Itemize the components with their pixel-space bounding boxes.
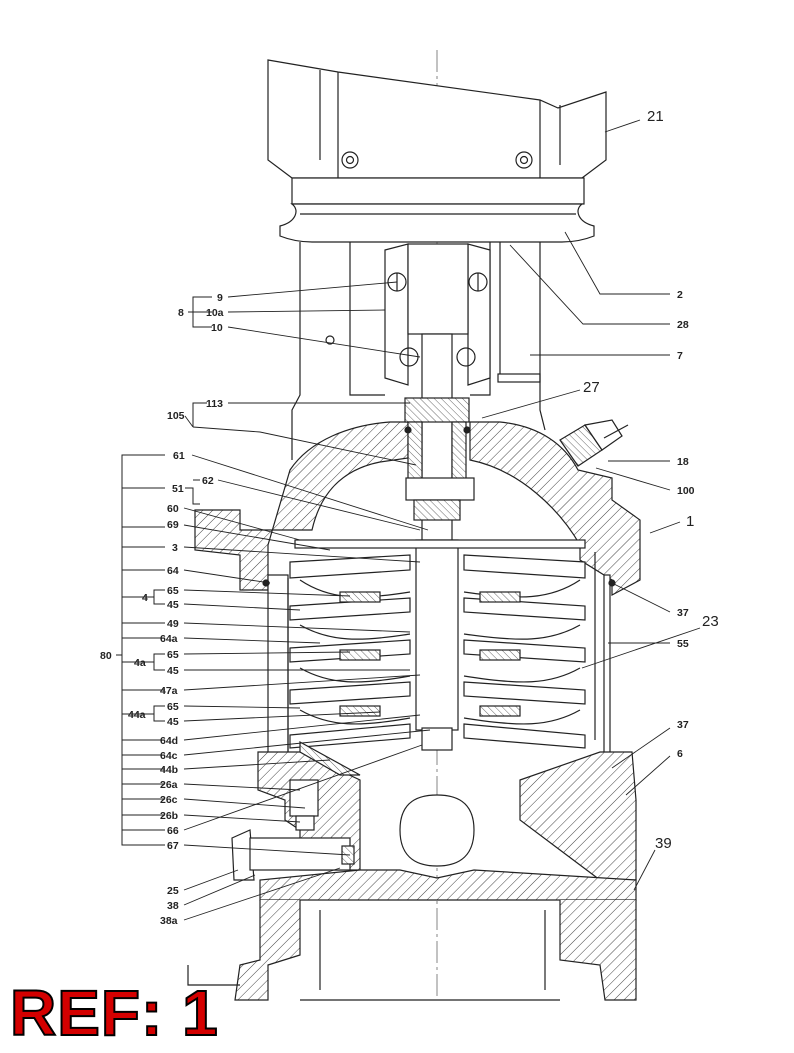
callout-64d: 64d <box>160 735 178 747</box>
callout-8: 8 <box>178 307 184 319</box>
callout-44b: 44b <box>160 764 178 776</box>
callout-26c: 26c <box>160 794 178 806</box>
callout-105: 105 <box>167 410 185 422</box>
callout-51: 51 <box>172 483 184 495</box>
callout-37-upper: 37 <box>677 607 689 619</box>
callout-labels: 21 2 28 7 27 18 100 1 37 23 55 37 6 39 9… <box>100 108 719 927</box>
callout-21: 21 <box>647 108 664 125</box>
callout-38: 38 <box>167 900 179 912</box>
label-brackets <box>116 296 212 846</box>
motor <box>267 59 607 179</box>
callout-61: 61 <box>173 450 185 462</box>
callout-18: 18 <box>677 456 689 468</box>
callout-80: 80 <box>100 650 112 662</box>
callout-25: 25 <box>167 885 179 897</box>
callout-64c: 64c <box>160 750 178 762</box>
callout-27: 27 <box>583 379 600 396</box>
reference-label: REF: 1 <box>9 977 219 1049</box>
callout-69: 69 <box>167 519 179 531</box>
callout-26b: 26b <box>160 810 178 822</box>
callout-37-lower: 37 <box>677 719 689 731</box>
callout-45-stage-4: 45 <box>167 599 179 611</box>
callout-4a: 4a <box>134 657 146 669</box>
callout-100: 100 <box>677 485 695 497</box>
callout-7: 7 <box>677 350 683 362</box>
callout-45-stage-4a: 45 <box>167 665 179 677</box>
callout-10a: 10a <box>206 307 224 319</box>
callout-62: 62 <box>202 475 214 487</box>
callout-64a: 64a <box>160 633 178 645</box>
callout-47a: 47a <box>160 685 178 697</box>
callout-28: 28 <box>677 319 689 331</box>
callout-6: 6 <box>677 748 683 760</box>
callout-55: 55 <box>677 638 689 650</box>
base-housing <box>187 740 637 1001</box>
callout-60: 60 <box>167 503 179 515</box>
callout-9: 9 <box>217 292 223 304</box>
callout-38a: 38a <box>160 915 178 927</box>
callout-39: 39 <box>655 835 672 852</box>
air-vent-screw <box>559 419 629 467</box>
callout-113: 113 <box>206 398 223 410</box>
callout-23: 23 <box>702 613 719 630</box>
callout-64: 64 <box>167 565 179 577</box>
motor-flange <box>279 177 595 243</box>
callout-10: 10 <box>211 322 223 334</box>
callout-1: 1 <box>686 513 694 530</box>
callout-66: 66 <box>167 825 179 837</box>
callout-65-stage-44a: 65 <box>167 701 179 713</box>
callout-67: 67 <box>167 840 179 852</box>
callout-44a: 44a <box>128 709 146 721</box>
pump-drawing <box>116 50 701 1001</box>
callout-3: 3 <box>172 542 178 554</box>
callout-45-stage-44a: 45 <box>167 716 179 728</box>
pump-head <box>194 397 641 597</box>
mechanical-seal <box>404 421 475 521</box>
coupling <box>325 243 491 386</box>
callout-65-stage-4a: 65 <box>167 649 179 661</box>
callout-26a: 26a <box>160 779 178 791</box>
drain-plugs <box>231 779 355 881</box>
callout-4: 4 <box>142 592 148 604</box>
callout-49: 49 <box>167 618 179 630</box>
callout-2: 2 <box>677 289 683 301</box>
leader-lines <box>183 119 701 921</box>
callout-65-stage-4: 65 <box>167 585 179 597</box>
